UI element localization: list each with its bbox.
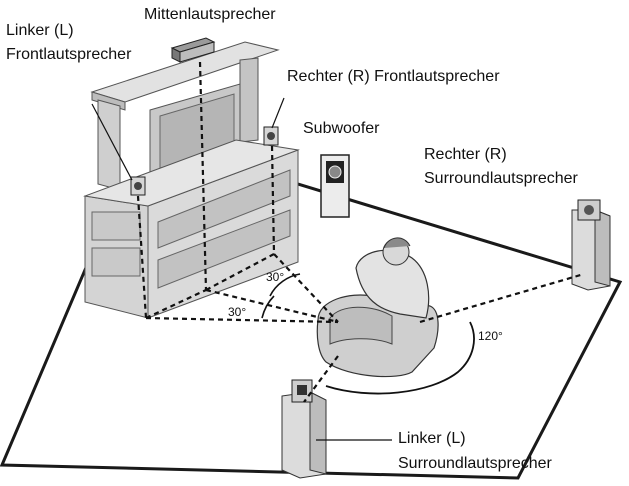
angle-label-front-lower: 30° <box>228 305 247 319</box>
front-right-speaker-icon <box>263 126 279 146</box>
leader-lines <box>91 97 392 441</box>
subwoofer-icon <box>320 154 350 218</box>
angle-arc-rear <box>325 321 475 395</box>
label-surround-right-line1: Rechter (R) <box>424 146 507 163</box>
label-front-left-line2: Frontlautsprecher <box>6 46 132 63</box>
angle-label-front-upper: 30° <box>266 270 285 284</box>
guide-lines <box>136 61 585 403</box>
angle-arc-front-upper <box>269 273 301 297</box>
label-front-right-speaker: Rechter (R) Frontlautsprecher <box>287 68 500 85</box>
angle-arc-front-lower <box>261 295 275 319</box>
label-surround-left-line2: Surroundlautsprecher <box>398 455 552 472</box>
angle-label-rear: 120° <box>478 329 503 343</box>
label-subwoofer: Subwoofer <box>303 120 380 137</box>
label-front-left-line1: Linker (L) <box>6 22 74 39</box>
surround-right-speaker-icon <box>571 199 611 291</box>
listener-armchair-icon <box>316 237 439 378</box>
label-surround-right-line2: Surroundlautsprecher <box>424 170 578 187</box>
tv-cabinet <box>83 41 300 319</box>
center-speaker-icon <box>170 37 216 63</box>
front-left-speaker-icon <box>130 176 146 196</box>
label-center-speaker: Mittenlautsprecher <box>144 6 276 23</box>
surround-left-speaker-icon <box>281 379 327 479</box>
label-surround-left-line1: Linker (L) <box>398 430 466 447</box>
